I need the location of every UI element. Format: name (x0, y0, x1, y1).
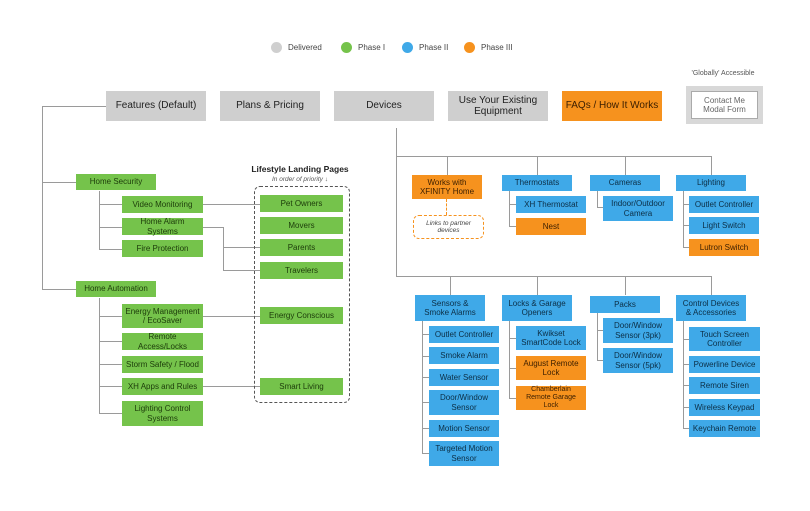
door-window-sensor[interactable]: Door/Window Sensor (429, 390, 499, 415)
contact-me-modal-form[interactable]: Contact Me Modal Form (691, 91, 758, 119)
water-sensor[interactable]: Water Sensor (429, 369, 499, 386)
touch-screen-controller[interactable]: Touch Screen Controller (689, 327, 760, 351)
legend-phase2-label: Phase II (419, 43, 449, 52)
xh-thermostat[interactable]: XH Thermostat (516, 196, 586, 213)
lifestyle-group (254, 186, 350, 403)
legend-phase3-dot (464, 42, 475, 53)
wireless-keypad[interactable]: Wireless Keypad (689, 399, 760, 416)
chamberlain-remote-garage-lock[interactable]: Chamberlain Remote Garage Lock (516, 386, 586, 410)
legend-phase1-dot (341, 42, 352, 53)
nav-use-existing-equipment[interactable]: Use Your Existing Equipment (448, 91, 548, 121)
remote-access-locks[interactable]: Remote Access/Locks (122, 332, 203, 351)
nav-faqs-how-it-works[interactable]: FAQs / How It Works (562, 91, 662, 121)
legend-delivered-dot (271, 42, 282, 53)
remote-siren[interactable]: Remote Siren (689, 377, 760, 394)
works-with-xfinity-home[interactable]: Works with XFINITY Home (412, 175, 482, 199)
packs[interactable]: Packs (590, 296, 660, 313)
lifestyle-smart-living[interactable]: Smart Living (260, 378, 343, 395)
locks-garage-openers[interactable]: Locks & Garage Openers (502, 295, 572, 321)
energy-management[interactable]: Energy Management / EcoSaver (122, 304, 203, 328)
smoke-alarm[interactable]: Smoke Alarm (429, 347, 499, 364)
cameras[interactable]: Cameras (590, 175, 660, 191)
lighting[interactable]: Lighting (676, 175, 746, 191)
xh-apps-rules[interactable]: XH Apps and Rules (122, 378, 203, 395)
sensor-outlet-controller[interactable]: Outlet Controller (429, 326, 499, 343)
globally-accessible-note: 'Globally' Accessible (691, 70, 755, 77)
sensors-smoke-alarms[interactable]: Sensors & Smoke Alarms (415, 295, 485, 321)
video-monitoring[interactable]: Video Monitoring (122, 196, 203, 213)
kwikset-smartcode-lock[interactable]: Kwikset SmartCode Lock (516, 326, 586, 350)
lifestyle-energy-conscious[interactable]: Energy Conscious (260, 307, 343, 324)
lighting-outlet-controller[interactable]: Outlet Controller (689, 196, 759, 213)
lifestyle-travelers[interactable]: Travelers (260, 262, 343, 279)
storm-safety-flood[interactable]: Storm Safety / Flood (122, 356, 203, 373)
control-devices-accessories[interactable]: Control Devices & Accessories (676, 295, 746, 321)
lifestyle-parents[interactable]: Parents (260, 239, 343, 256)
motion-sensor[interactable]: Motion Sensor (429, 420, 499, 437)
nav-plans-pricing[interactable]: Plans & Pricing (220, 91, 320, 121)
contact-wrapper: Contact Me Modal Form (686, 86, 763, 124)
legend-phase3-label: Phase III (481, 43, 513, 52)
lighting-control-systems[interactable]: Lighting Control Systems (122, 401, 203, 426)
legend-phase1-label: Phase I (358, 43, 386, 52)
nav-devices[interactable]: Devices (334, 91, 434, 121)
lifestyle-subtitle: In order of priority ↓ (272, 176, 328, 183)
nest[interactable]: Nest (516, 218, 586, 235)
fire-protection[interactable]: Fire Protection (122, 240, 203, 257)
lifestyle-movers[interactable]: Movers (260, 217, 343, 234)
keychain-remote[interactable]: Keychain Remote (689, 420, 760, 437)
powerline-device[interactable]: Powerline Device (689, 356, 760, 373)
lifestyle-pet-owners[interactable]: Pet Owners (260, 195, 343, 212)
partner-devices-note: Links to partner devices (413, 215, 484, 239)
door-window-sensor-3pk[interactable]: Door/Window Sensor (3pk) (603, 318, 673, 343)
lifestyle-title: Lifestyle Landing Pages (251, 164, 349, 174)
lutron-switch[interactable]: Lutron Switch (689, 239, 759, 256)
legend-phase2-dot (402, 42, 413, 53)
thermostats[interactable]: Thermostats (502, 175, 572, 191)
home-alarm-systems[interactable]: Home Alarm Systems (122, 217, 203, 236)
indoor-outdoor-camera[interactable]: Indoor/Outdoor Camera (603, 196, 673, 221)
targeted-motion-sensor[interactable]: Targeted Motion Sensor (429, 441, 499, 466)
door-window-sensor-5pk[interactable]: Door/Window Sensor (5pk) (603, 348, 673, 373)
light-switch[interactable]: Light Switch (689, 217, 759, 234)
home-security[interactable]: Home Security (76, 174, 156, 190)
nav-features[interactable]: Features (Default) (106, 91, 206, 121)
home-automation[interactable]: Home Automation (76, 281, 156, 297)
legend-delivered-label: Delivered (288, 43, 322, 52)
august-remote-lock[interactable]: August Remote Lock (516, 356, 586, 380)
